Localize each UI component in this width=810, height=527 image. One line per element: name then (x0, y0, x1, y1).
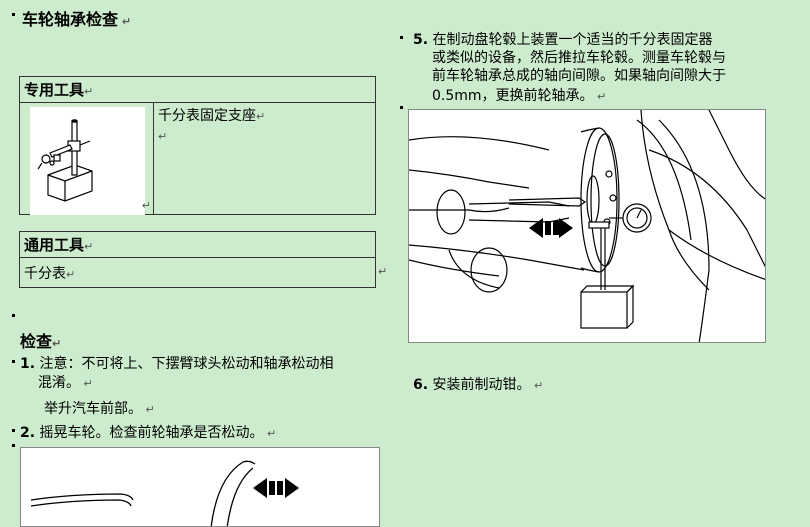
page-title: 车轮轴承检查 ↵ (22, 10, 132, 29)
step-1-sub: 举升汽车前部。 ↵ (44, 401, 155, 417)
step-1: 1. 注意：不可将上、下摆臂球头松动和轴承松动相 (20, 356, 334, 372)
double-arrow-icon (529, 218, 573, 238)
wheel-shake-image (20, 447, 380, 527)
special-tool-item: 千分表固定支座 (158, 108, 256, 124)
step-6: 6. 安装前制动钳。 ↵ (413, 377, 544, 393)
tool-stand-image (30, 107, 145, 215)
double-arrow-icon (253, 478, 299, 498)
hub-dial-indicator-image (408, 109, 766, 343)
step-5: 5. 在制动盘轮毂上装置一个适当的千分表固定器 (413, 32, 713, 48)
step-2: 2. 摇晃车轮。检查前轮轴承是否松动。 ↵ (20, 425, 277, 441)
special-tools-header: 专用工具 (24, 81, 85, 99)
special-tools-table: 专用工具↵ (19, 76, 376, 215)
general-tools-header: 通用工具 (24, 236, 85, 254)
general-tool-item: 千分表 (24, 266, 66, 282)
dial-indicator-stand-icon (37, 119, 93, 202)
inspection-heading: 检查↵ (20, 332, 62, 351)
general-tools-table: 通用工具↵ 千分表↵ (19, 231, 376, 288)
